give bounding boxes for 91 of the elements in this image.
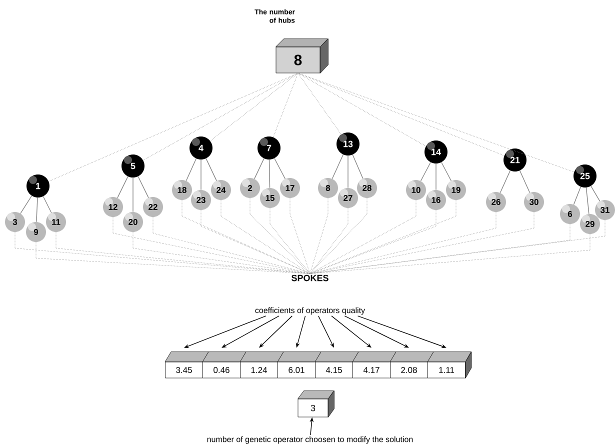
spoke-sphere: 18 [172,180,192,200]
counter-box: 8 [276,38,328,74]
spoke-sphere: 6 [560,204,580,224]
connector-line [206,158,217,182]
spoke-sphere: 24 [211,180,231,200]
hub-sphere: 14 [424,140,448,164]
connector-line [310,212,496,274]
connector-line [142,72,298,161]
connector-line [152,216,310,274]
connector-line [590,186,600,202]
connector-line [36,242,310,274]
array-cell: 2.08 [390,352,434,378]
connector-line [36,197,38,222]
hub-sphere: 21 [504,148,526,172]
spoke-sphere: 29 [580,214,600,234]
connector-line [117,176,128,198]
heading: SPOKES [292,274,328,282]
connector-line [500,170,511,194]
caption: coefficients of operators quality [255,307,366,315]
connector-line [586,187,590,214]
array-cell: 3.45 [164,352,209,378]
spoke-sphere: 27 [338,188,358,208]
connector-line [250,198,310,274]
hub-sphere: 25 [574,164,596,188]
connector-line [420,162,431,182]
hub-sphere: 13 [336,132,360,156]
spoke-sphere: 9 [26,222,46,242]
connector-line [298,72,342,135]
spoke-sphere: 17 [280,178,300,198]
connector-line [298,72,426,146]
connector-line [441,162,452,182]
spoke-sphere: 28 [357,178,377,198]
spoke-sphere: 8 [318,178,338,198]
arrow [344,316,409,348]
array-cell: 1.24 [240,352,284,378]
connector-line [298,72,574,172]
connector-line [186,158,197,182]
connector-line [200,159,202,190]
connector-line [310,198,368,274]
spoke-sphere: 15 [260,188,280,208]
connector-line [138,176,149,198]
array-cell: 4.15 [314,352,359,378]
connector-line [42,196,52,214]
spoke-sphere: 11 [46,212,66,232]
hub-sphere: 1 [26,174,50,198]
spoke-sphere: 23 [191,190,211,210]
connector-line [254,158,264,180]
connector-line [290,198,310,274]
connector-line [332,154,344,180]
connector-line [310,198,328,274]
hub-sphere: 7 [258,136,280,160]
connector-line [310,224,570,274]
spoke-sphere: 16 [426,190,446,210]
spoke-sphere: 20 [123,212,143,232]
connector-line [274,158,286,180]
array-cell: 1.11 [427,352,472,378]
caption: number of genetic operator choosen to modify the solution [207,436,413,444]
connector-line [310,234,590,274]
spoke-sphere: 30 [524,192,544,212]
arrow [222,316,280,348]
spoke-sphere: 19 [446,180,466,200]
spoke-sphere: 10 [406,180,426,200]
connector-line [220,200,310,274]
connector-line [210,72,298,142]
spoke-sphere: 22 [143,197,163,217]
connector-line [573,186,582,205]
array-cell: 4.17 [352,352,396,378]
spoke-sphere: 26 [486,192,506,212]
spoke-sphere: 2 [240,178,260,198]
hub-sphere: 5 [122,154,144,178]
spoke-sphere: 31 [595,200,615,220]
connector-line [272,72,298,138]
connector-line [270,208,310,274]
spoke-sphere: 3 [5,212,25,232]
connector-line [352,154,364,179]
counter-box: 3 [298,390,334,418]
connector-line [310,200,416,274]
connector-line [20,196,32,214]
connector-line [310,208,348,274]
array-cell: 0.46 [202,352,246,378]
connector-line [268,159,270,188]
spoke-sphere: 12 [103,197,123,217]
hub-sphere: 4 [190,136,212,160]
connector-line [200,210,310,274]
array-cell: 6.01 [277,352,322,378]
connector-line [48,72,298,182]
connector-line [132,177,134,212]
connector-line [132,232,310,274]
arrow [331,316,372,348]
connector-line [310,220,606,274]
connector-line [519,170,530,194]
